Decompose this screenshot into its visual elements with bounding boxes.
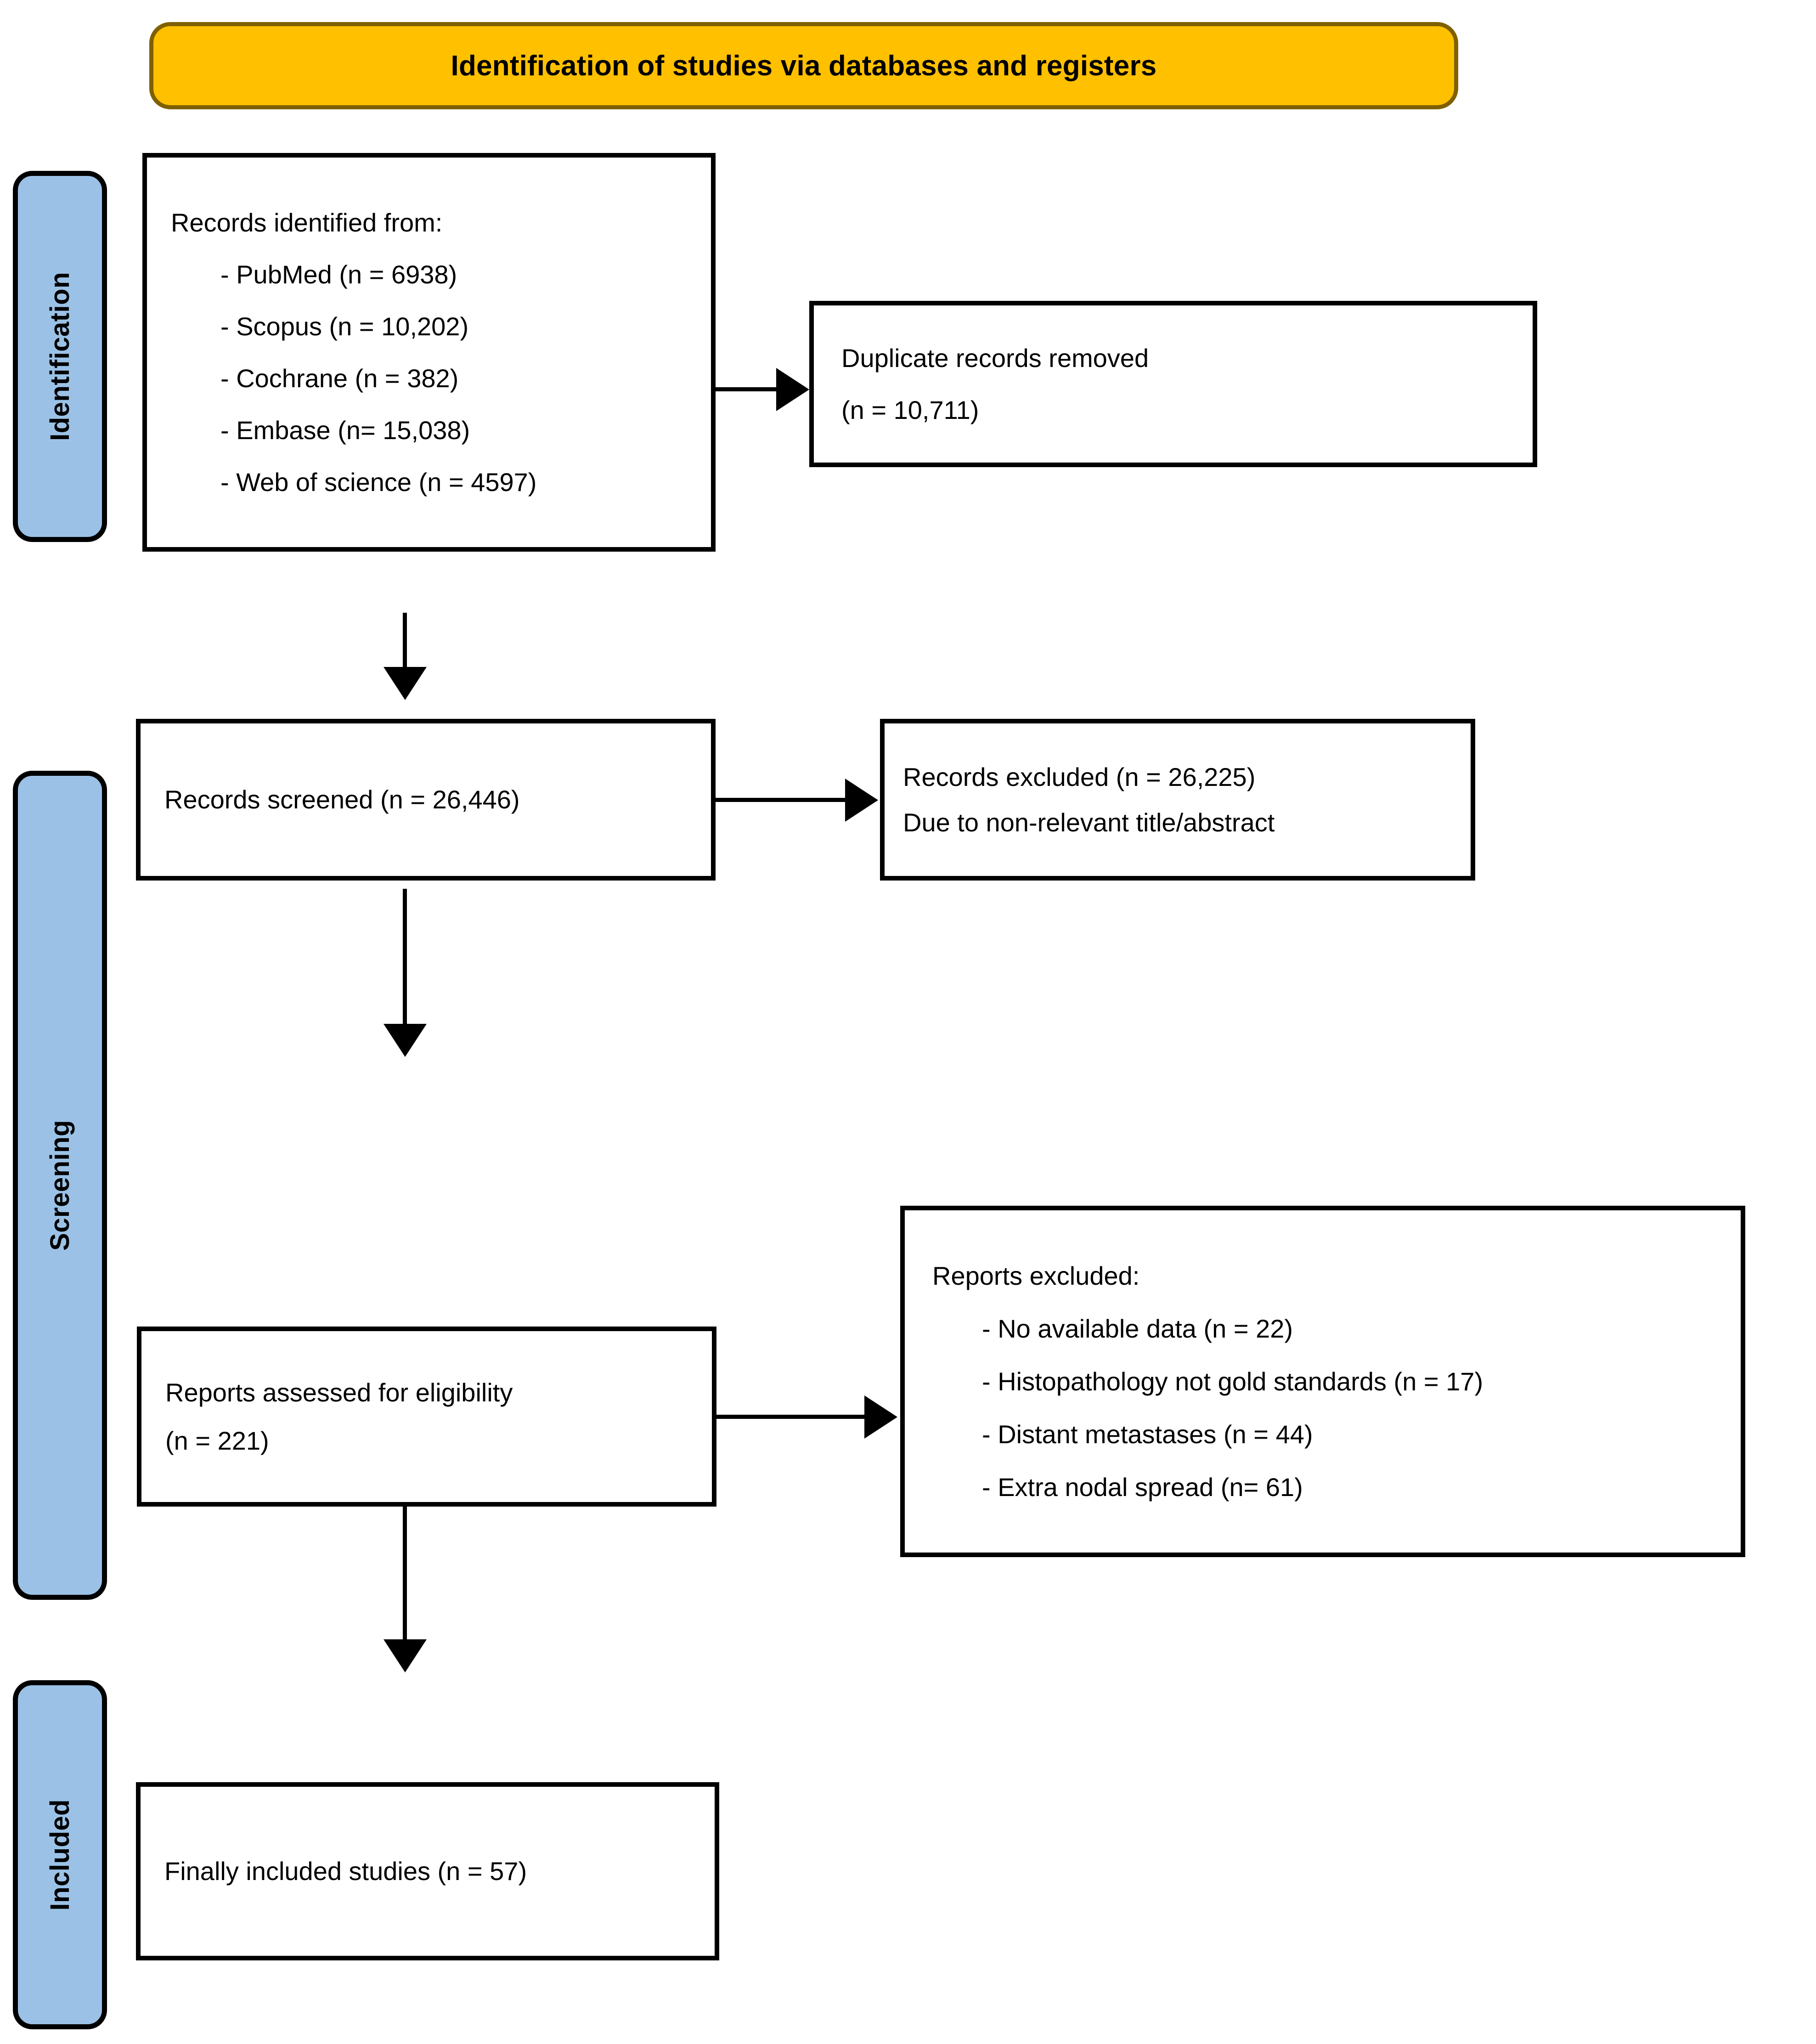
records-identified-heading: Records identified from: — [171, 208, 443, 237]
records-screened-line-1: Records screened (n = 26,446) — [164, 785, 520, 814]
reports-excluded-item-histopathology: - Histopathology not gold standards (n =… — [982, 1366, 1483, 1396]
box-duplicate-records-removed: Duplicate records removed (n = 10,711) — [809, 301, 1537, 467]
reports-excluded-item-distant-metastases: - Distant metastases (n = 44) — [982, 1420, 1313, 1449]
finally-included-line-1: Finally included studies (n = 57) — [164, 1857, 527, 1886]
records-excluded-line-1: Records excluded (n = 26,225) — [903, 762, 1256, 791]
duplicates-line-2: (n = 10,711) — [841, 395, 979, 424]
connector-identified-to-duplicates-line — [715, 387, 778, 391]
box-records-screened: Records screened (n = 26,446) — [136, 719, 716, 881]
arrow-down-icon-identified-to-screened — [384, 667, 427, 700]
arrow-right-icon-assessed-to-reports-excluded — [864, 1395, 897, 1439]
reports-assessed-line-1: Reports assessed for eligibility — [165, 1378, 513, 1407]
phase-label-included-text: Included — [45, 1799, 75, 1911]
arrow-down-icon-assessed-to-final — [384, 1639, 427, 1672]
records-identified-item-web-of-science: - Web of science (n = 4597) — [220, 468, 537, 497]
arrow-down-icon-screened-to-assessed — [384, 1024, 427, 1057]
connector-identified-to-screened-line — [403, 613, 407, 669]
records-identified-item-scopus: - Scopus (n = 10,202) — [220, 311, 469, 341]
phase-label-identification-text: Identification — [45, 272, 75, 441]
arrow-right-icon-identified-to-duplicates — [776, 368, 809, 411]
connector-assessed-to-final-line — [403, 1504, 407, 1641]
box-records-identified: Records identified from: - PubMed (n = 6… — [142, 153, 716, 552]
box-reports-assessed: Reports assessed for eligibility (n = 22… — [137, 1327, 716, 1507]
records-identified-item-pubmed: - PubMed (n = 6938) — [220, 260, 457, 289]
reports-assessed-line-2: (n = 221) — [165, 1426, 269, 1455]
connector-screened-to-assessed-line — [403, 889, 407, 1026]
diagram-banner: Identification of studies via databases … — [149, 22, 1458, 109]
arrow-right-icon-screened-to-excluded — [845, 779, 878, 822]
box-records-excluded: Records excluded (n = 26,225) Due to non… — [880, 719, 1475, 881]
phase-label-screening: Screening — [13, 771, 107, 1600]
reports-excluded-heading: Reports excluded: — [932, 1261, 1140, 1290]
phase-label-included: Included — [13, 1680, 107, 2029]
reports-excluded-item-no-data: - No available data (n = 22) — [982, 1314, 1293, 1343]
records-identified-item-cochrane: - Cochrane (n = 382) — [220, 364, 459, 393]
records-excluded-line-2: Due to non-relevant title/abstract — [903, 808, 1275, 837]
banner-title: Identification of studies via databases … — [451, 50, 1157, 82]
reports-excluded-item-extra-nodal-spread: - Extra nodal spread (n= 61) — [982, 1473, 1303, 1502]
box-finally-included-studies: Finally included studies (n = 57) — [136, 1782, 719, 1960]
connector-assessed-to-reports-excluded-line — [715, 1415, 866, 1419]
records-identified-item-embase: - Embase (n= 15,038) — [220, 416, 470, 445]
duplicates-line-1: Duplicate records removed — [841, 343, 1149, 373]
connector-screened-to-excluded-line — [715, 798, 847, 802]
box-reports-excluded: Reports excluded: - No available data (n… — [900, 1206, 1745, 1557]
phase-label-identification: Identification — [13, 171, 107, 542]
phase-label-screening-text: Screening — [45, 1120, 75, 1251]
